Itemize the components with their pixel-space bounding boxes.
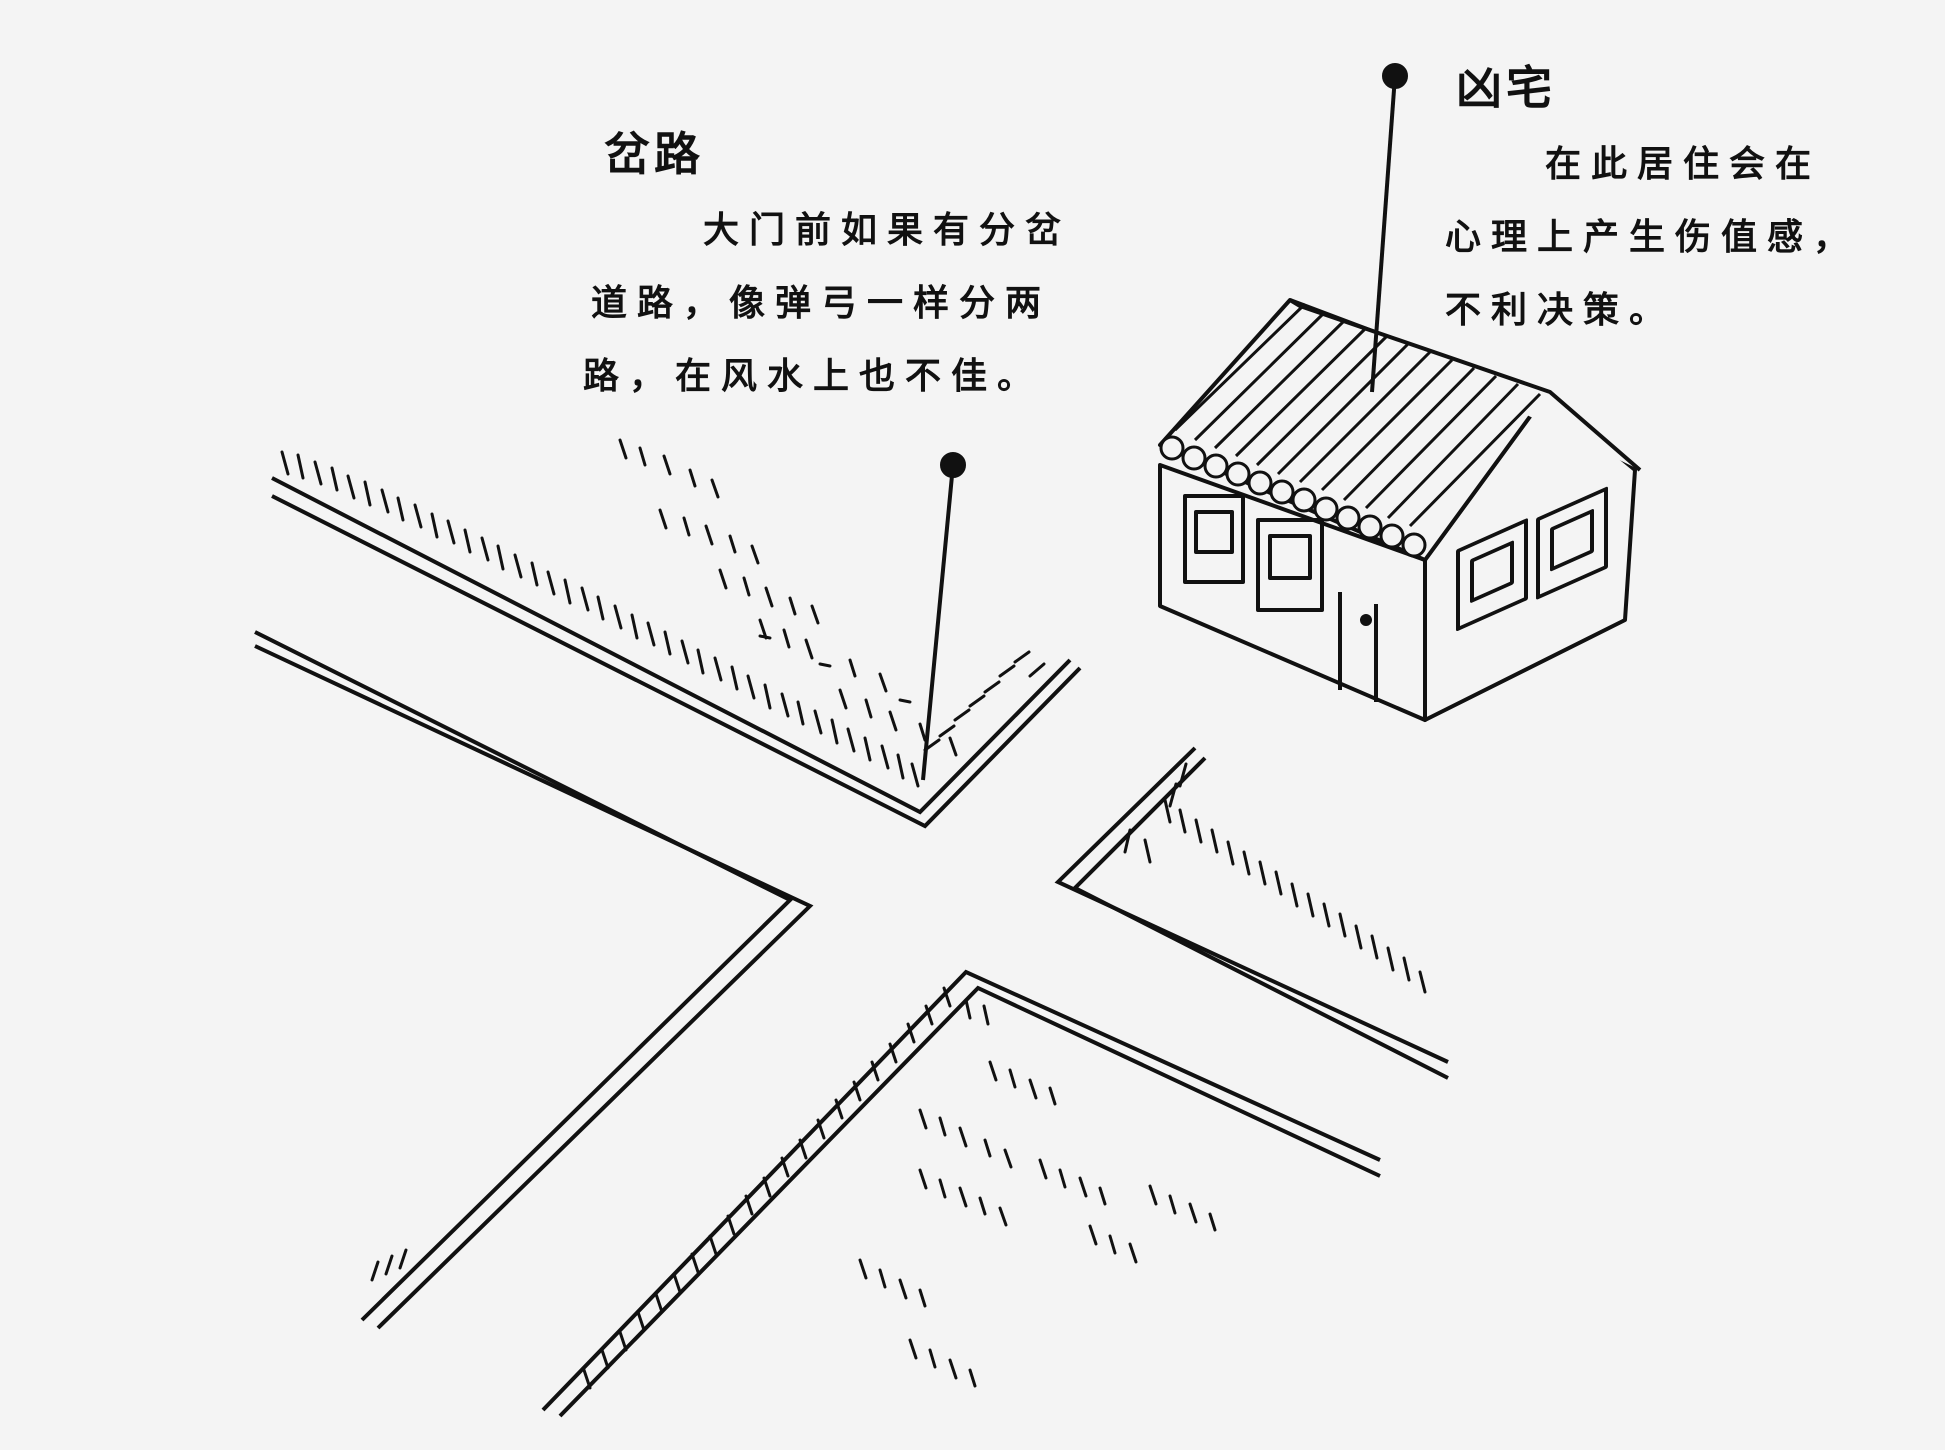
- grass-upper-left: [280, 450, 1046, 788]
- house-line-2: 心理上产生伤值感，: [1445, 217, 1860, 258]
- house: [1158, 298, 1642, 722]
- house-window-front-2: [1256, 518, 1324, 612]
- road-edge-bottom-outer: [541, 969, 1381, 1412]
- house-window-front-1: [1183, 494, 1245, 584]
- road-edge-bottom-inner: [558, 985, 1381, 1418]
- house-description: 在此居住会在 心理上产生伤值感， 不利决策。: [1445, 128, 1859, 347]
- road-edge-left-inner: [254, 644, 814, 1330]
- grass-strokes: [280, 438, 1427, 1390]
- fork-road-line-3: 路，在风水上也不佳。: [583, 356, 1044, 397]
- grass-bottom: [582, 986, 990, 1390]
- fork-road-description: 大门前如果有分岔 道路，像弹弓一样分两 路，在风水上也不佳。: [583, 194, 1071, 413]
- road-edge-upper-left-inner: [271, 494, 1082, 829]
- grass-left-tuft: [370, 1248, 408, 1282]
- pointer-line-house: [1370, 75, 1397, 393]
- fork-road-title: 岔路: [604, 127, 704, 181]
- pointer-dot-house: [1382, 63, 1408, 89]
- road-edges: [254, 476, 1449, 1418]
- road-edge-right-inner: [1071, 756, 1449, 1080]
- house-line-3: 不利决策。: [1445, 290, 1676, 331]
- road-edge-upper-left-outer: [271, 476, 1072, 815]
- roof-tiles: [1159, 302, 1542, 558]
- house-window-side-2: [1536, 486, 1608, 600]
- road-edge-right-outer: [1054, 746, 1449, 1064]
- pointer-dot-fork-road: [940, 452, 966, 478]
- pointer-line-fork-road: [921, 464, 955, 781]
- house-line-1: 在此居住会在: [1545, 144, 1822, 185]
- grass-right: [1123, 762, 1427, 994]
- road-edge-left-outer: [254, 630, 794, 1322]
- house-title: 凶宅: [1456, 61, 1556, 115]
- grass-bottom-field: [858, 1060, 1217, 1388]
- house-window-side-1: [1456, 518, 1528, 632]
- roof-tile-ends: [1159, 435, 1427, 558]
- grass-upper-left-field: [618, 438, 958, 757]
- fork-road-line-1: 大门前如果有分岔: [703, 210, 1072, 251]
- house-door-knob: [1360, 614, 1372, 626]
- callout-pointers: [921, 63, 1408, 781]
- fork-road-line-2: 道路，像弹弓一样分两: [591, 283, 1052, 324]
